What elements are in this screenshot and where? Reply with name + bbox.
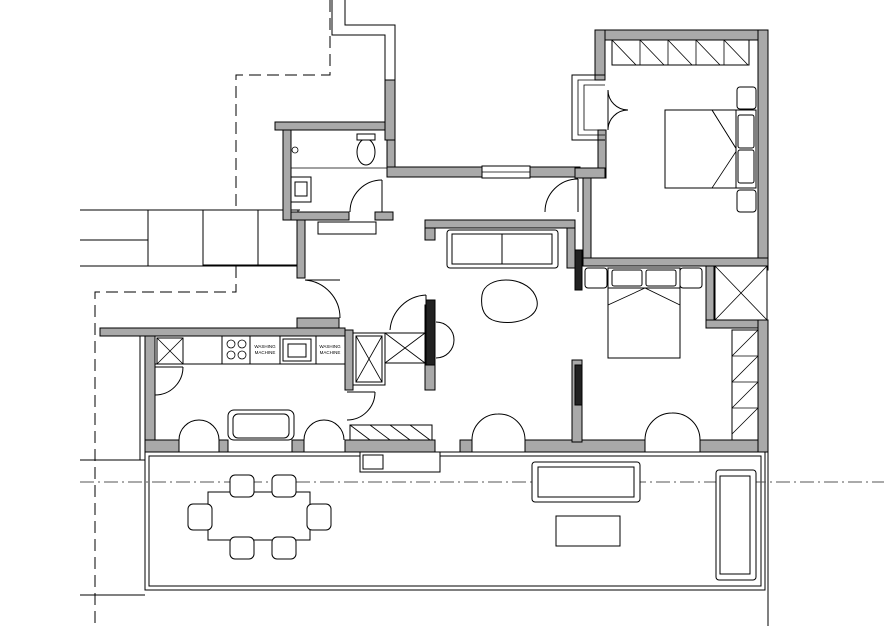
wardrobe-low	[349, 424, 433, 441]
master-bedroom	[611, 39, 757, 213]
door-bathroom	[349, 179, 383, 213]
dining-chair	[229, 536, 255, 560]
washing-machine-label-1b: MACHINE	[255, 350, 276, 355]
bathroom-fixtures	[290, 133, 387, 235]
toilet-icon	[356, 138, 376, 166]
laundry-storage	[349, 332, 441, 473]
doors	[154, 89, 701, 441]
terrace-furniture	[187, 461, 757, 581]
door-entry	[304, 279, 341, 319]
second-bedroom	[584, 265, 768, 441]
bay-window	[571, 74, 605, 141]
terrace	[80, 451, 884, 626]
nightstand	[736, 86, 757, 110]
dining-chair	[229, 474, 255, 498]
washing-machine-label-1a: WASHING	[254, 344, 276, 349]
terrace-door-2	[303, 419, 345, 441]
windows	[425, 74, 605, 406]
dining-chair	[271, 474, 297, 498]
partition-pocket-2	[574, 364, 583, 406]
washing-machine-2	[315, 335, 346, 365]
terrace-coffee-table	[555, 515, 621, 547]
dining-chair	[271, 536, 297, 560]
neighbour-unit	[202, 209, 299, 266]
living-room	[446, 229, 559, 324]
partition-pocket-1	[574, 249, 583, 291]
washing-machine-label-2b: MACHINE	[320, 350, 341, 355]
context-lines	[80, 0, 396, 626]
shower-drain-icon	[291, 146, 299, 154]
nightstand	[584, 267, 608, 289]
door-swing-small	[435, 321, 455, 359]
nightstand	[679, 267, 703, 289]
pillow-icon	[737, 149, 755, 184]
terrace-door-4	[644, 412, 701, 441]
terrace-door-3	[471, 413, 526, 441]
door-master-bedroom	[544, 178, 579, 213]
second-wardrobe	[731, 329, 759, 441]
pillow-icon	[645, 269, 677, 287]
door-laundry	[346, 391, 376, 421]
hall-shelf	[317, 221, 377, 235]
coffee-table	[481, 279, 538, 324]
kitchen: WASHING MACHINE WASHING MACHINE	[154, 335, 346, 441]
pillow-icon	[737, 114, 755, 149]
door-storage	[389, 294, 427, 331]
dining-table	[207, 491, 311, 541]
door-kitchen-cupboard	[154, 366, 184, 396]
walls	[99, 29, 769, 453]
terrace-door-1	[178, 419, 220, 441]
pillow-icon	[611, 269, 643, 287]
nightstand	[736, 189, 757, 213]
washing-machine-1	[249, 335, 281, 365]
partition-pocket-3	[425, 299, 436, 366]
cooktop-icon	[221, 335, 251, 365]
dining-chair	[306, 503, 332, 531]
dining-chair	[187, 503, 213, 531]
door-balcony-pair	[607, 89, 629, 131]
washing-machine-label-2a: WASHING	[319, 344, 341, 349]
